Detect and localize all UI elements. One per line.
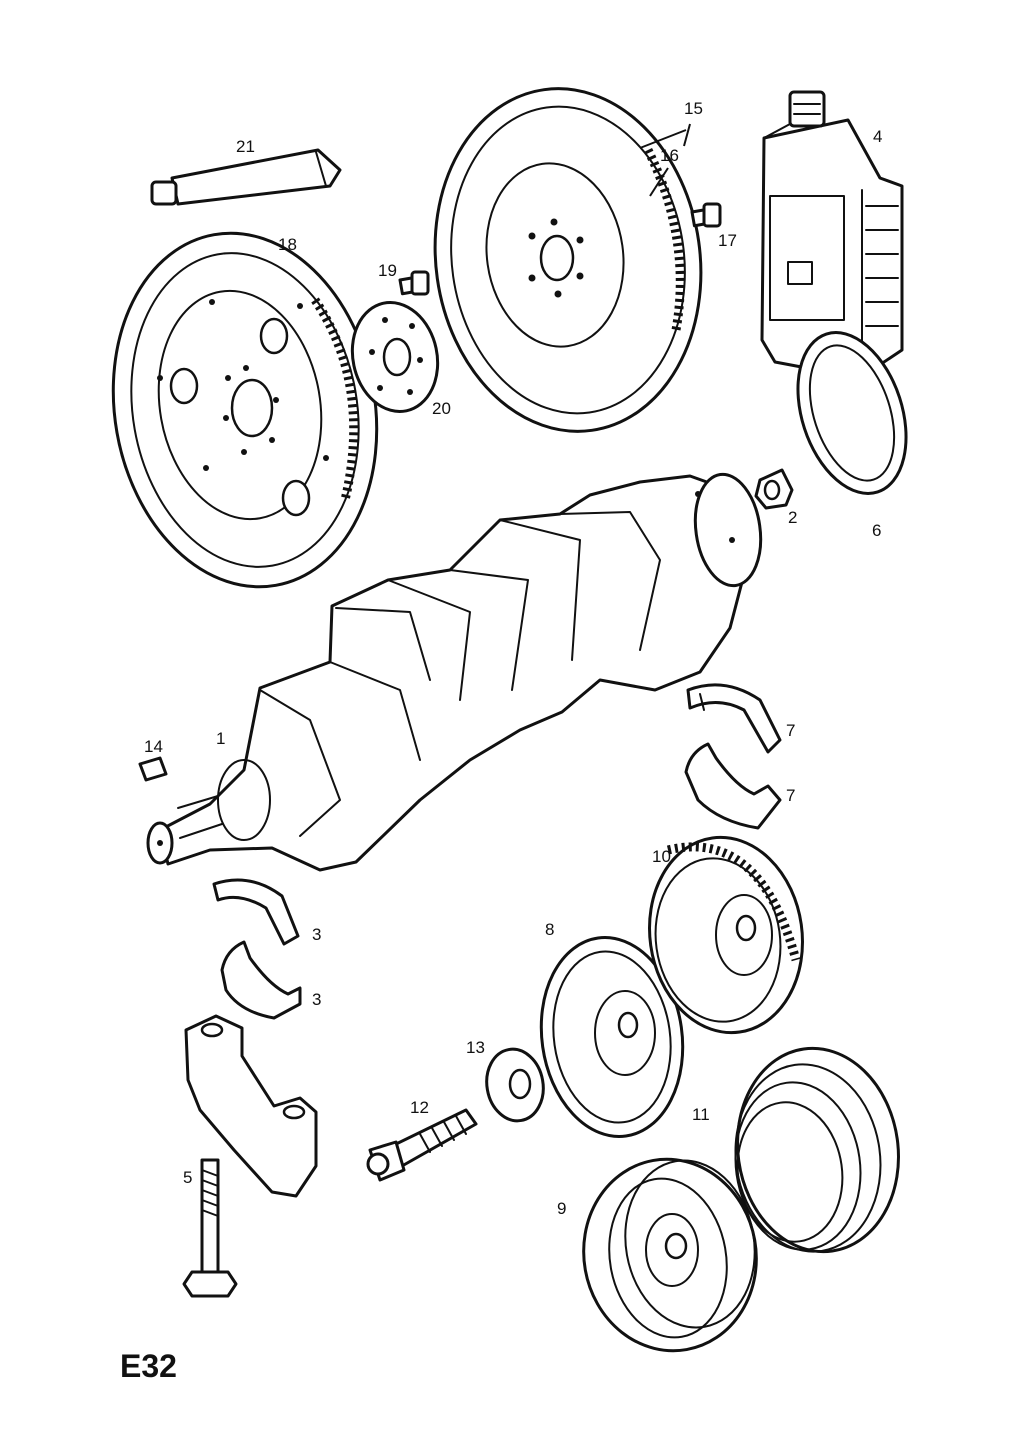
flywheel bbox=[433, 87, 703, 433]
main-bearing-shell-upper bbox=[686, 683, 782, 754]
callout-18: 18 bbox=[278, 235, 297, 254]
callout-7a: 7 bbox=[786, 721, 795, 740]
timing-sprocket bbox=[648, 835, 804, 1035]
crankshaft-pulley bbox=[539, 935, 685, 1139]
woodruff-key bbox=[138, 756, 168, 782]
big-end-bearing-shell-lower bbox=[220, 940, 302, 1020]
callout-9: 9 bbox=[557, 1199, 566, 1218]
page-code: E32 bbox=[120, 1348, 177, 1384]
callout-6: 6 bbox=[872, 521, 881, 540]
pulley-bolt bbox=[366, 1108, 478, 1182]
callout-4: 4 bbox=[873, 127, 882, 146]
main-bearing-cap bbox=[184, 1014, 318, 1198]
callout-11: 11 bbox=[692, 1105, 710, 1124]
flywheel-bolt bbox=[690, 202, 722, 228]
belt-pulley bbox=[582, 1157, 758, 1353]
callout-12: 12 bbox=[410, 1098, 429, 1117]
vibration-damper bbox=[734, 1046, 900, 1254]
callout-21: 21 bbox=[236, 137, 255, 156]
sealant-tube bbox=[150, 148, 342, 206]
pilot-bush bbox=[754, 468, 794, 510]
callout-3a: 3 bbox=[312, 925, 321, 944]
callout-13: 13 bbox=[466, 1038, 485, 1057]
crankshaft bbox=[146, 472, 763, 872]
main-bearing-shell-lower bbox=[684, 742, 782, 830]
bearing-cap-bolt bbox=[182, 1158, 238, 1298]
flex-plate bbox=[111, 231, 379, 589]
callout-19: 19 bbox=[378, 261, 397, 280]
callout-3b: 3 bbox=[312, 990, 321, 1009]
rear-oil-seal bbox=[796, 331, 908, 495]
callout-17: 17 bbox=[718, 231, 737, 250]
reinforcement-plate bbox=[350, 300, 440, 414]
callout-10: 10 bbox=[652, 847, 671, 866]
callout-2: 2 bbox=[788, 508, 797, 527]
callout-1: 1 bbox=[216, 729, 225, 748]
callout-15: 15 bbox=[684, 99, 703, 118]
callout-5: 5 bbox=[183, 1168, 192, 1187]
callout-16: 16 bbox=[660, 146, 679, 165]
callout-20: 20 bbox=[432, 399, 451, 418]
big-end-bearing-shell-upper bbox=[212, 878, 300, 946]
flex-plate-bolt bbox=[398, 270, 430, 296]
callout-14: 14 bbox=[144, 737, 163, 756]
callout-8: 8 bbox=[545, 920, 554, 939]
callout-7b: 7 bbox=[786, 786, 795, 805]
spacer-washer bbox=[485, 1047, 545, 1123]
